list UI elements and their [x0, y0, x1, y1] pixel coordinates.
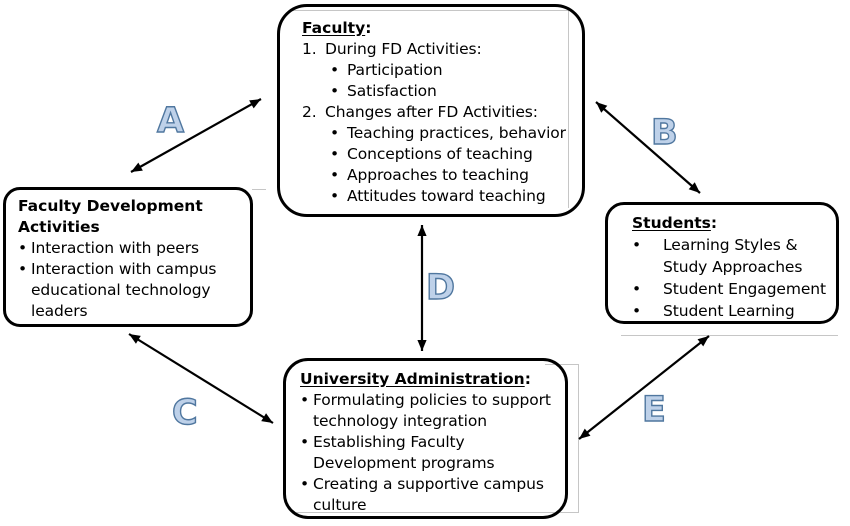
connector-label-a: A — [156, 101, 185, 141]
box-title-text: Students — [632, 214, 711, 232]
university-administration-box: University Administration: •Formulating … — [283, 358, 568, 519]
arrowhead — [261, 413, 273, 423]
connector-arrow-c — [128, 333, 274, 424]
box-title: University Administration: — [300, 369, 563, 390]
list-item-text: Student Learning — [663, 302, 795, 320]
list-item-text: Teaching practices, behavior — [347, 124, 566, 142]
ghost-border-segment — [568, 10, 569, 208]
box-title-suffix: : — [524, 370, 531, 388]
list-item-text: Changes after FD Activities: — [325, 103, 538, 121]
arrowhead — [417, 340, 427, 351]
list-item-text: Approaches to teaching — [347, 166, 529, 184]
ghost-border-segment — [296, 512, 579, 513]
students-box: Students: • Learning Styles & Study Appro… — [605, 202, 839, 324]
arrowhead — [417, 225, 427, 236]
bullet-marker: • — [300, 433, 310, 451]
bullet-marker: • — [330, 145, 340, 163]
list-item: • Satisfaction — [330, 81, 578, 102]
connector-arrow-b — [595, 101, 701, 194]
list-item: 2. Changes after FD Activities: — [302, 102, 578, 123]
bullet-marker: • — [330, 82, 340, 100]
ghost-border-segment — [545, 364, 578, 365]
box-title: Faculty: — [302, 18, 578, 39]
box-title-text: Faculty Development Activities — [18, 197, 203, 236]
list-item: • Teaching practices, behavior — [330, 123, 578, 144]
list-item-text: Creating a supportive campus culture — [313, 475, 544, 514]
box-title-text: University Administration — [300, 370, 525, 388]
bullet-marker: • — [18, 260, 28, 278]
list-item-text: During FD Activities: — [325, 40, 482, 58]
list-item: •Establishing Faculty Development progra… — [300, 432, 563, 474]
list-item-text: Conceptions of teaching — [347, 145, 533, 163]
list-item-text: Student Engagement — [663, 280, 827, 298]
list-item: •Formulating policies to support technol… — [300, 390, 563, 432]
list-item: • Attitudes toward teaching — [330, 186, 578, 207]
list-item: 1. During FD Activities: — [302, 39, 578, 60]
list-item: •Interaction with campus educational tec… — [18, 259, 246, 322]
ghost-border-segment — [578, 364, 579, 513]
ghost-border-segment — [292, 10, 569, 11]
list-marker: 2. — [302, 103, 317, 121]
bullet-marker: • — [330, 187, 340, 205]
arrowhead — [129, 334, 141, 344]
bullet-marker: • — [18, 239, 28, 257]
faculty-development-activities-box: Faculty Development Activities •Interact… — [3, 187, 253, 327]
box-title-text: Faculty — [302, 19, 366, 37]
list-item-text: Establishing Faculty Development program… — [313, 433, 495, 472]
bullet-marker: • — [632, 280, 642, 298]
box-title-suffix: : — [710, 214, 718, 232]
list-item: • Conceptions of teaching — [330, 144, 578, 165]
ghost-border-segment — [621, 335, 838, 336]
list-item: •Interaction with peers — [18, 238, 246, 259]
bullet-marker: • — [330, 124, 340, 142]
bullet-marker: • — [300, 391, 310, 409]
list-item: •Creating a supportive campus culture — [300, 474, 563, 516]
arrowhead — [596, 102, 608, 113]
list-item: • Student Engagement — [632, 278, 834, 300]
list-item-text: Attitudes toward teaching — [347, 187, 546, 205]
list-marker: 1. — [302, 40, 317, 58]
list-item-text: Interaction with campus educational tech… — [31, 260, 217, 320]
list-item-text: Satisfaction — [347, 82, 437, 100]
ghost-border-segment — [252, 189, 266, 190]
arrowhead — [688, 182, 700, 193]
bullet-marker: • — [300, 475, 310, 493]
list-item: • Approaches to teaching — [330, 165, 578, 186]
arrowhead — [249, 99, 261, 109]
bullet-marker: • — [330, 61, 340, 79]
list-item-text: Formulating policies to support technolo… — [313, 391, 551, 430]
arrowhead — [697, 336, 709, 347]
list-item-text: Learning Styles & Study Approaches — [663, 236, 803, 276]
faculty-box: Faculty: 1. During FD Activities: • Partic… — [277, 4, 585, 217]
arrowhead — [579, 428, 591, 439]
box-title: Faculty Development Activities — [18, 196, 246, 238]
box-title-suffix: : — [365, 19, 372, 37]
list-item: • Learning Styles & Study Approaches — [632, 234, 834, 278]
arrowhead — [131, 162, 143, 172]
list-item: • Participation — [330, 60, 578, 81]
connector-label-b: B — [650, 113, 678, 153]
connector-label-c: C — [171, 393, 198, 433]
connector-label-e: E — [641, 390, 666, 430]
box-title: Students: — [632, 212, 834, 234]
bullet-marker: • — [632, 302, 642, 320]
connector-label-d: D — [425, 268, 456, 308]
list-item-text: Interaction with peers — [31, 239, 199, 257]
connector-arrow-a — [130, 98, 262, 173]
bullet-marker: • — [632, 236, 642, 254]
bullet-marker: • — [330, 166, 340, 184]
list-item: • Student Learning — [632, 300, 834, 322]
list-item-text: Participation — [347, 61, 443, 79]
connector-arrow-e — [578, 335, 710, 440]
